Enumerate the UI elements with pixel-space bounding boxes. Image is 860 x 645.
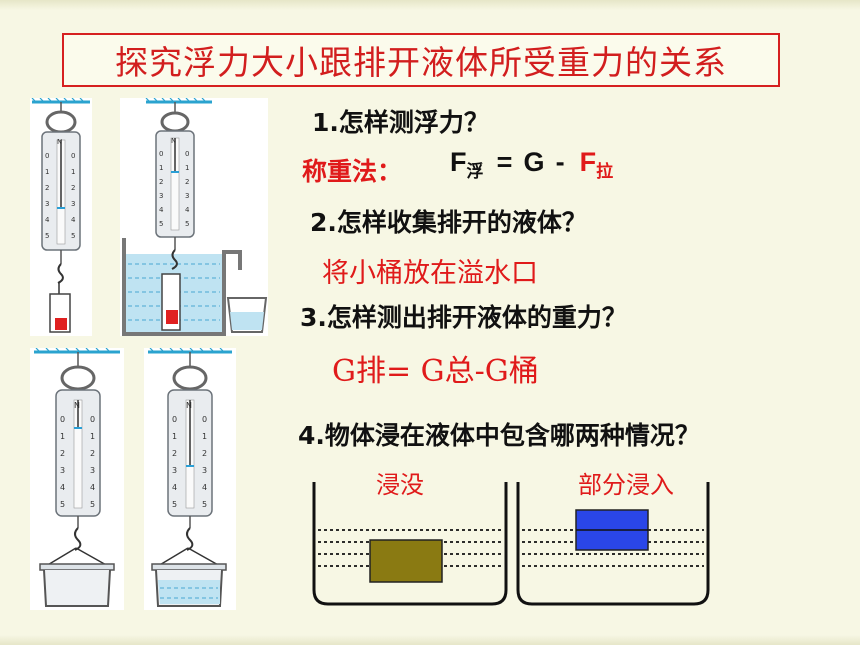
svg-text:4: 4 [60, 483, 65, 492]
svg-text:1: 1 [185, 164, 189, 172]
spring-scale-empty-bucket-figure: N 0 1 2 3 4 5 0 1 2 3 4 5 [30, 348, 124, 610]
svg-text:0: 0 [90, 415, 95, 424]
svg-text:0: 0 [159, 150, 163, 158]
question-1: 1.怎样测浮力？ [312, 108, 489, 137]
svg-text:5: 5 [60, 500, 65, 509]
svg-text:4: 4 [202, 483, 207, 492]
svg-text:N: N [186, 401, 192, 410]
svg-text:1: 1 [60, 432, 65, 441]
answer-2: 将小桶放在溢水口 [322, 258, 538, 289]
overflow-beaker-figure: N 0 1 2 3 4 5 0 1 2 3 4 5 [120, 98, 268, 336]
svg-text:3: 3 [71, 200, 75, 208]
svg-text:1: 1 [45, 168, 49, 176]
formula-F-pull: F [579, 147, 597, 177]
svg-text:0: 0 [60, 415, 65, 424]
svg-text:0: 0 [71, 152, 75, 160]
svg-text:3: 3 [90, 466, 95, 475]
svg-text:2: 2 [185, 178, 189, 186]
answer-1-formula: F浮 = G - F拉 [450, 147, 613, 182]
spring-scale-water-bucket-figure: N 0 1 2 3 4 5 0 1 2 3 4 5 [144, 348, 236, 610]
svg-text:5: 5 [185, 220, 189, 228]
svg-text:3: 3 [60, 466, 65, 475]
formula-equals: = [496, 147, 513, 177]
answer-1-label: 称重法： [302, 157, 403, 186]
svg-text:1: 1 [71, 168, 75, 176]
immersion-cases-diagram [312, 482, 710, 606]
svg-text:5: 5 [172, 500, 177, 509]
svg-text:1: 1 [172, 432, 177, 441]
question-2: 2.怎样收集排开的液体？ [310, 208, 587, 237]
svg-text:2: 2 [45, 184, 49, 192]
formula-minus: - [555, 147, 565, 177]
answer-3-formula: G排= G总-G桶 [332, 354, 539, 389]
svg-text:0: 0 [172, 415, 177, 424]
svg-text:5: 5 [159, 220, 163, 228]
svg-text:1: 1 [159, 164, 163, 172]
svg-text:2: 2 [60, 449, 65, 458]
svg-text:4: 4 [45, 216, 50, 224]
bottom-band [0, 635, 860, 645]
label-partial: 部分浸入 [578, 471, 674, 499]
svg-text:3: 3 [45, 200, 49, 208]
svg-text:1: 1 [202, 432, 207, 441]
svg-text:4: 4 [172, 483, 177, 492]
svg-text:0: 0 [45, 152, 49, 160]
svg-text:2: 2 [159, 178, 163, 186]
formula-sub-float: 浮 [466, 162, 484, 182]
svg-text:1: 1 [90, 432, 95, 441]
question-3: 3.怎样测出排开液体的重力？ [300, 303, 627, 332]
svg-text:N: N [57, 138, 62, 146]
svg-text:4: 4 [71, 216, 76, 224]
svg-text:5: 5 [90, 500, 95, 509]
svg-text:2: 2 [71, 184, 75, 192]
page-title: 探究浮力大小跟排开液体所受重力的关系 [115, 43, 727, 82]
svg-text:N: N [74, 401, 80, 410]
svg-text:5: 5 [71, 232, 75, 240]
title-box: 探究浮力大小跟排开液体所受重力的关系 [62, 33, 780, 87]
question-4: 4.物体浸在液体中包含哪两种情况？ [298, 421, 700, 450]
svg-text:2: 2 [202, 449, 207, 458]
svg-text:2: 2 [90, 449, 95, 458]
svg-text:4: 4 [185, 206, 190, 214]
svg-text:5: 5 [202, 500, 207, 509]
svg-text:4: 4 [90, 483, 95, 492]
immersed-block [369, 539, 443, 583]
svg-text:3: 3 [185, 192, 189, 200]
formula-F: F [450, 147, 467, 177]
svg-text:3: 3 [159, 192, 163, 200]
svg-text:N: N [171, 137, 176, 145]
formula-G: G [523, 147, 545, 177]
svg-text:0: 0 [202, 415, 207, 424]
svg-text:3: 3 [172, 466, 177, 475]
formula-sub-pull: 拉 [596, 162, 614, 182]
top-band [0, 0, 860, 10]
svg-text:3: 3 [202, 466, 207, 475]
svg-text:4: 4 [159, 206, 164, 214]
svg-text:5: 5 [45, 232, 49, 240]
spring-scale-weight-figure: N 0 1 2 3 4 5 0 1 2 3 4 5 [30, 98, 92, 336]
svg-text:2: 2 [172, 449, 177, 458]
svg-text:0: 0 [185, 150, 189, 158]
label-immersed: 浸没 [376, 471, 424, 499]
